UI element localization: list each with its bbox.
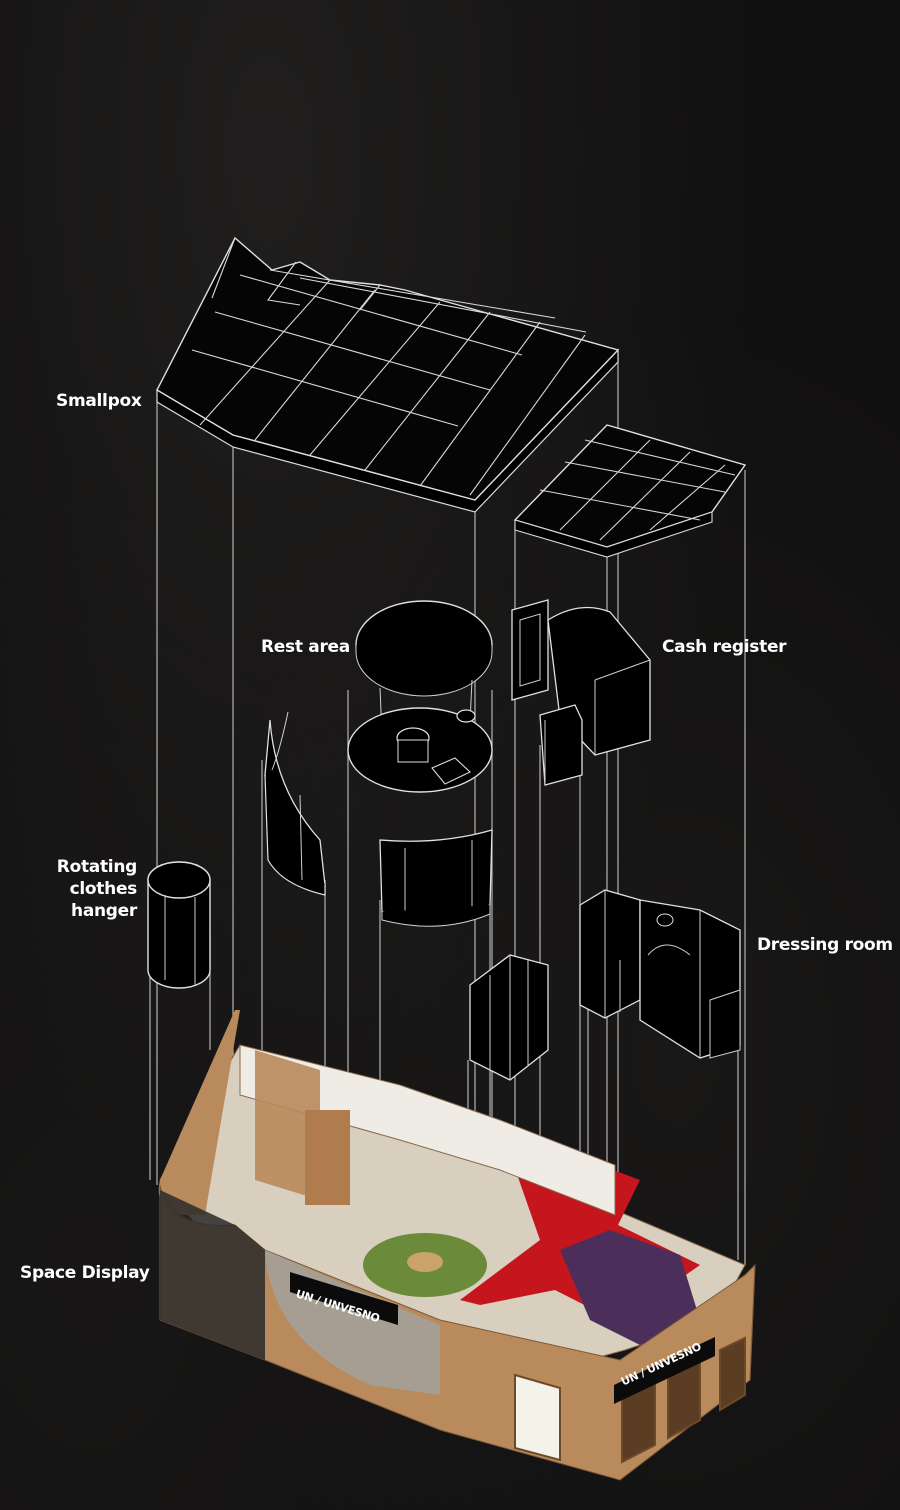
ceiling-grid-module — [156, 236, 620, 513]
label-rest-area: Rest area — [261, 637, 350, 657]
wardrobe-module — [469, 954, 549, 1081]
label-rotating-line2: clothes — [69, 879, 138, 899]
secondary-ceiling-module — [513, 424, 747, 558]
dressing-room-module — [579, 889, 741, 1059]
label-cash-register: Cash register — [662, 637, 787, 657]
rest-area-module — [347, 600, 493, 793]
label-dressing-room: Dressing room — [757, 935, 893, 955]
label-smallpox: Smallpox — [56, 391, 142, 411]
store-shell-model — [158, 1010, 756, 1481]
curved-display-wall — [264, 711, 326, 896]
label-rotating-clothes-hanger: Rotating clothes hanger — [50, 856, 138, 922]
label-rotating-line1: Rotating — [56, 857, 138, 877]
label-space-display: Space Display — [20, 1263, 150, 1283]
label-rotating-line3: hanger — [71, 901, 137, 921]
curved-counter-module — [379, 829, 493, 927]
cash-register-module — [511, 599, 651, 786]
rotating-hanger-module — [147, 861, 211, 989]
